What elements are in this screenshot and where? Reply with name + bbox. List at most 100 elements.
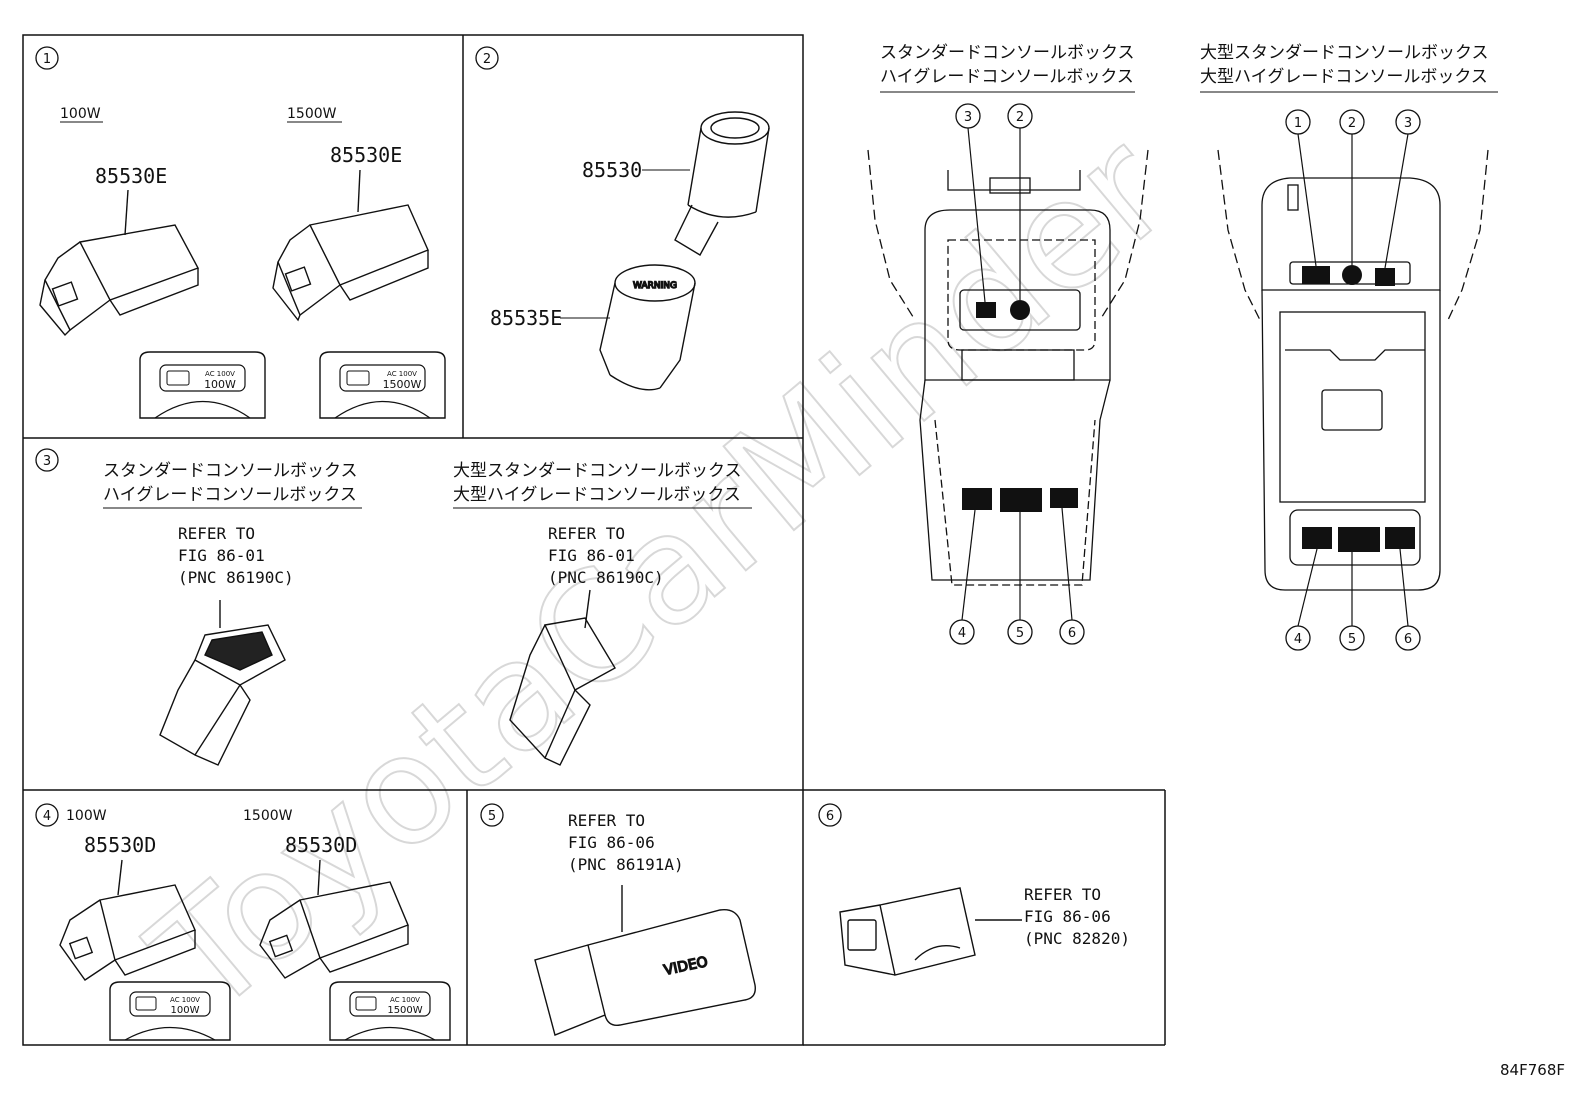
callout-5-marker <box>1338 527 1380 552</box>
p3-ref-a-line1: REFER TO <box>178 524 255 543</box>
plate-ac-label: AC 100V <box>205 370 235 378</box>
callout-6: 6 <box>1395 625 1421 651</box>
outlet-plate-1500w: AC 100V 1500W <box>329 981 451 1041</box>
video-input-icon: VIDEO <box>534 885 756 1036</box>
p3-large-line1: 大型スタンダードコンソールボックス <box>453 461 742 481</box>
p5-device-text: VIDEO <box>663 954 710 979</box>
p4-part-a: 85530D <box>84 833 156 857</box>
outlet-plate-1500w: AC 100V 1500W <box>319 351 446 419</box>
svg-text:5: 5 <box>1348 632 1356 647</box>
callout-2: 2 <box>1339 109 1365 135</box>
callout-2: 2 <box>1007 103 1033 129</box>
console-large-title-1: 大型スタンダードコンソールボックス <box>1200 43 1489 63</box>
p5-ref-line2: FIG 86-06 <box>568 833 655 852</box>
callout-1: 1 <box>1285 109 1311 135</box>
p1-part-a: 85530E <box>95 164 167 188</box>
switch-icon <box>839 887 1022 976</box>
callout-2-marker <box>1342 265 1362 285</box>
callout-6-marker <box>1050 488 1078 508</box>
p5-ref-line3: (PNC 86191A) <box>568 855 684 874</box>
panel-4: 4 100W 1500W 85530D 85530D AC 100V 100W <box>35 803 451 1041</box>
callout-5: 5 <box>1007 619 1033 645</box>
p3-std-line2: ハイグレードコンソールボックス <box>103 485 357 505</box>
panel-3: 3 スタンダードコンソールボックス ハイグレードコンソールボックス 大型スタンダ… <box>35 448 752 766</box>
switch-icon <box>272 169 429 322</box>
svg-text:4: 4 <box>958 626 966 641</box>
switch-icon <box>509 589 616 766</box>
figure-code: 84F768F <box>1500 1061 1565 1079</box>
switch-icon <box>159 600 286 766</box>
p1-wattage-a: 100W <box>60 106 101 122</box>
p3-large-line2: 大型ハイグレードコンソールボックス <box>453 485 741 505</box>
callout-4-marker <box>1302 527 1332 549</box>
svg-text:3: 3 <box>43 454 51 469</box>
callout-5-marker <box>1000 488 1042 512</box>
svg-text:2: 2 <box>483 52 491 67</box>
callout-6: 6 <box>1059 619 1085 645</box>
callout-6-marker <box>1385 527 1415 549</box>
p2-part-b: 85535E <box>490 306 562 330</box>
p2-part-a: 85530 <box>582 158 642 182</box>
svg-text:1: 1 <box>43 52 51 67</box>
callout-5: 5 <box>1339 625 1365 651</box>
outlet-plate-100w: AC 100V 100W <box>109 981 231 1041</box>
plate-watt-label: 1500W <box>387 1005 422 1016</box>
p3-ref-b-line2: FIG 86-01 <box>548 546 635 565</box>
svg-text:5: 5 <box>488 809 496 824</box>
panel-frames <box>22 34 1166 1046</box>
callout-4: 4 <box>949 619 975 645</box>
plate-ac-label: AC 100V <box>170 996 200 1004</box>
p3-std-line1: スタンダードコンソールボックス <box>103 461 358 481</box>
console-large: 大型スタンダードコンソールボックス 大型ハイグレードコンソールボックス <box>1200 43 1498 651</box>
panel-5: 5 REFER TO FIG 86-06 (PNC 86191A) VIDEO <box>480 803 756 1036</box>
p3-ref-b-line1: REFER TO <box>548 524 625 543</box>
svg-text:6: 6 <box>1404 632 1412 647</box>
console-std-title-1: スタンダードコンソールボックス <box>880 43 1135 63</box>
svg-text:4: 4 <box>1294 632 1302 647</box>
panel-1: 1 100W 1500W 85530E 85530E <box>35 46 446 419</box>
svg-text:6: 6 <box>1068 626 1076 641</box>
p6-ref-line2: FIG 86-06 <box>1024 907 1111 926</box>
panel-6: 6 REFER TO FIG 86-06 (PNC 82820) <box>818 803 1130 976</box>
plate-watt-label: 100W <box>171 1005 200 1016</box>
plate-ac-label: AC 100V <box>387 370 417 378</box>
console-large-title-2: 大型ハイグレードコンソールボックス <box>1200 67 1488 87</box>
p4-part-b: 85530D <box>285 833 357 857</box>
plate-watt-label: 100W <box>204 378 236 391</box>
p6-ref-line3: (PNC 82820) <box>1024 929 1130 948</box>
callout-3: 3 <box>955 103 981 129</box>
svg-text:1: 1 <box>1294 116 1302 131</box>
console-std-title-2: ハイグレードコンソールボックス <box>880 67 1134 87</box>
p3-ref-b-line3: (PNC 86190C) <box>548 568 664 587</box>
switch-icon <box>39 189 199 337</box>
p4-wattage-b: 1500W <box>243 808 293 824</box>
svg-text:2: 2 <box>1348 116 1356 131</box>
p6-ref-line1: REFER TO <box>1024 885 1101 904</box>
callout-4-marker <box>962 488 992 510</box>
plate-ac-label: AC 100V <box>390 996 420 1004</box>
outlet-plate-100w: AC 100V 100W <box>139 351 266 419</box>
callout-3: 3 <box>1395 109 1421 135</box>
console-standard: スタンダードコンソールボックス ハイグレードコンソールボックス <box>867 43 1149 645</box>
p4-wattage-a: 100W <box>66 808 107 824</box>
p1-wattage-b: 1500W <box>287 106 337 122</box>
callout-3-marker <box>976 302 996 318</box>
p3-ref-a-line3: (PNC 86190C) <box>178 568 294 587</box>
svg-text:3: 3 <box>964 110 972 125</box>
svg-text:5: 5 <box>1016 626 1024 641</box>
callout-1-marker <box>1302 266 1330 284</box>
callout-3-marker <box>1375 268 1395 286</box>
switch-icon <box>259 859 409 979</box>
svg-text:3: 3 <box>1404 116 1412 131</box>
svg-text:6: 6 <box>826 809 834 824</box>
retainer-icon: WARNING <box>599 264 696 391</box>
p5-ref-line1: REFER TO <box>568 811 645 830</box>
p3-ref-a-line2: FIG 86-01 <box>178 546 265 565</box>
socket-icon <box>674 111 770 256</box>
switch-icon <box>59 859 196 981</box>
callout-2-marker <box>1010 300 1030 320</box>
callout-4: 4 <box>1285 625 1311 651</box>
plate-watt-label: 1500W <box>383 378 422 391</box>
svg-text:WARNING: WARNING <box>633 281 677 291</box>
